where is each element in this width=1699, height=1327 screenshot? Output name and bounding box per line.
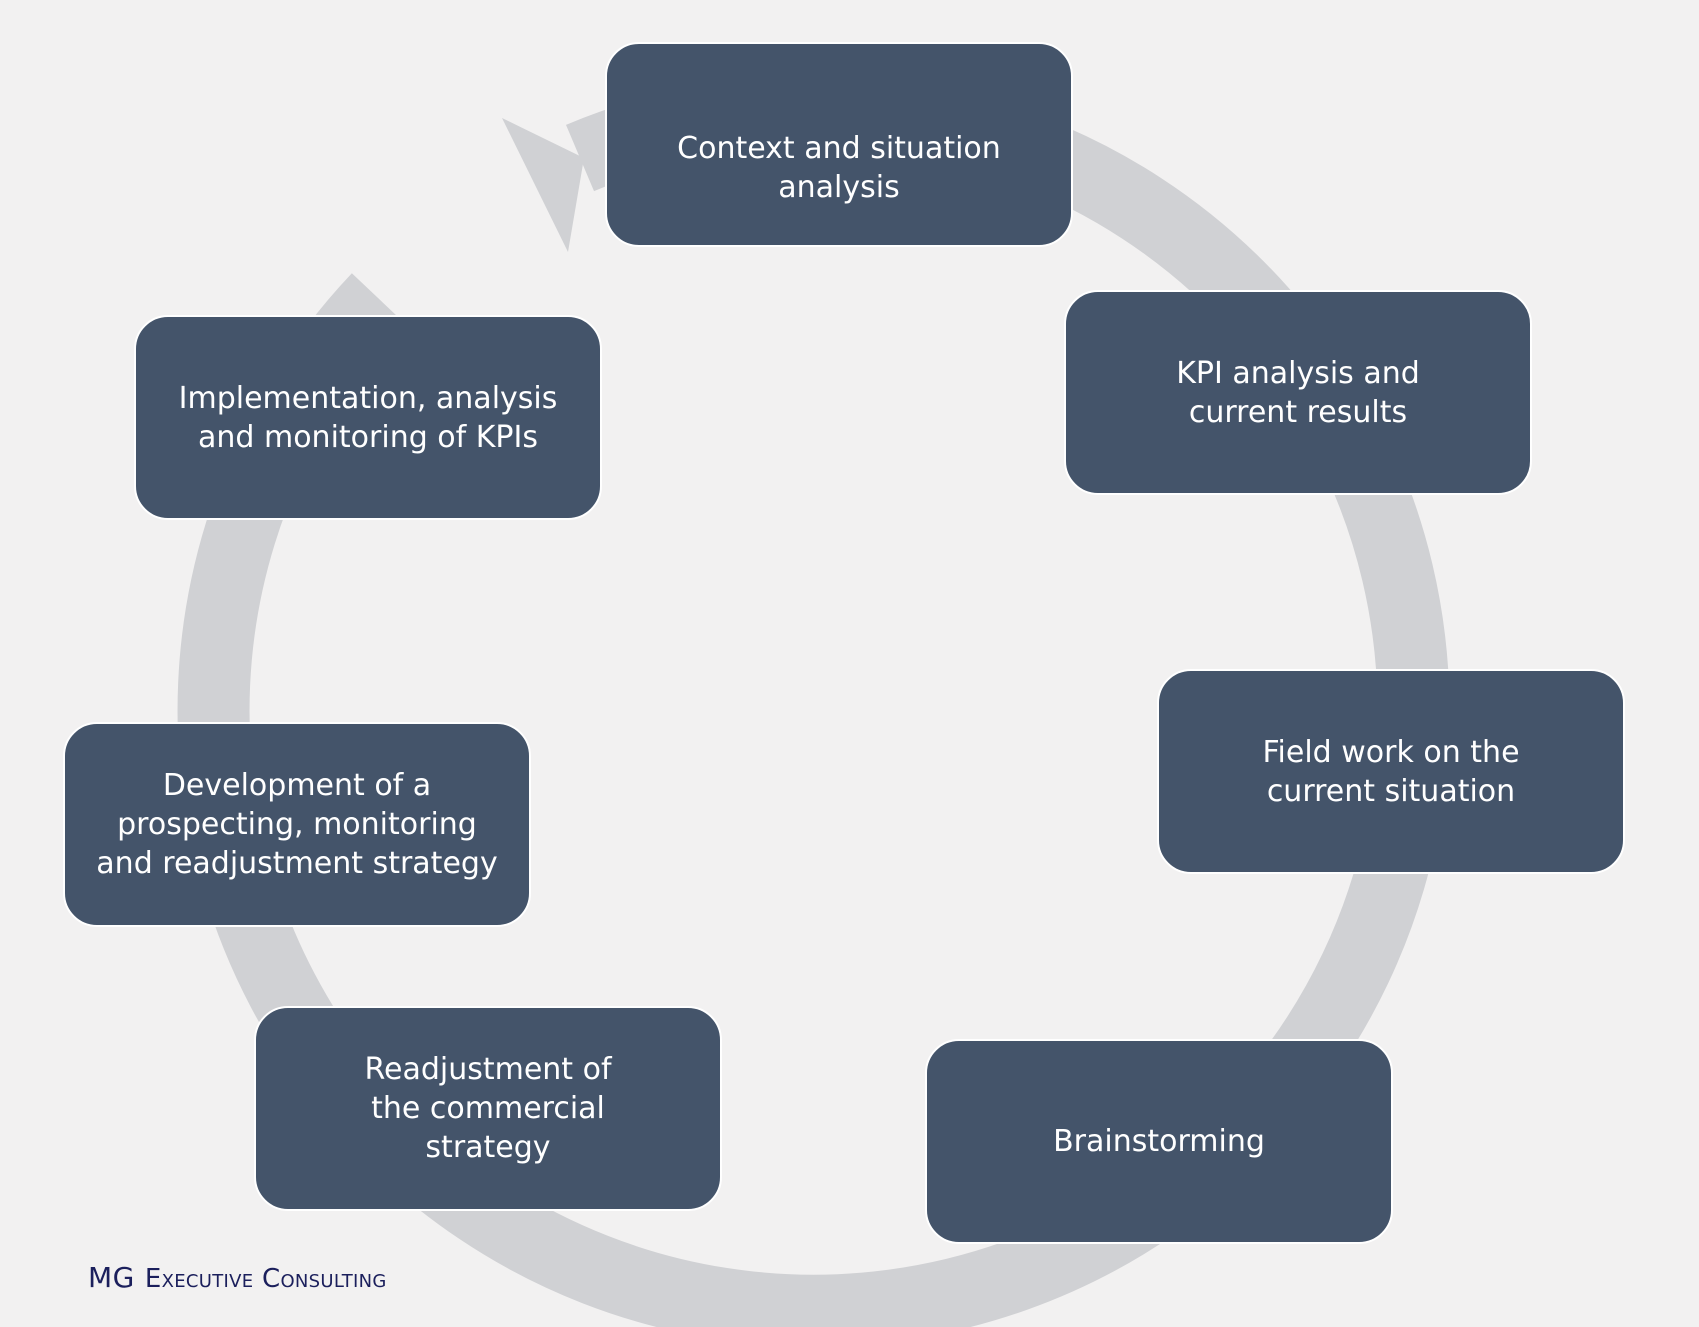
step-readjustment-strategy: Readjustment of the commercial strategy [254, 1006, 722, 1211]
cycle-arrow-head [502, 118, 584, 252]
step-kpi-analysis: KPI analysis and current results [1064, 290, 1532, 495]
step-prospecting-strategy: Development of a prospecting, monitoring… [63, 722, 531, 927]
step-implementation-kpis: Implementation, analysis and monitoring … [134, 315, 602, 520]
step-label: Readjustment of the commercial strategy [364, 1052, 612, 1165]
step-field-work: Field work on the current situation [1157, 669, 1625, 874]
step-label: Field work on the current situation [1262, 734, 1520, 809]
step-label: Context and situation analysis [677, 131, 1001, 205]
step-label: Brainstorming [1053, 1124, 1265, 1159]
step-context-analysis: Context and situation analysis [605, 42, 1073, 247]
step-brainstorming: Brainstorming [925, 1039, 1393, 1244]
brand-name: Executive Consulting [144, 1264, 387, 1294]
step-label: Development of a prospecting, monitoring… [96, 768, 498, 881]
brand-prefix: MG [88, 1261, 135, 1294]
brand-logo: MG Executive Consulting [88, 1262, 387, 1295]
step-label: KPI analysis and current results [1176, 355, 1420, 430]
step-label: Implementation, analysis and monitoring … [178, 380, 558, 455]
